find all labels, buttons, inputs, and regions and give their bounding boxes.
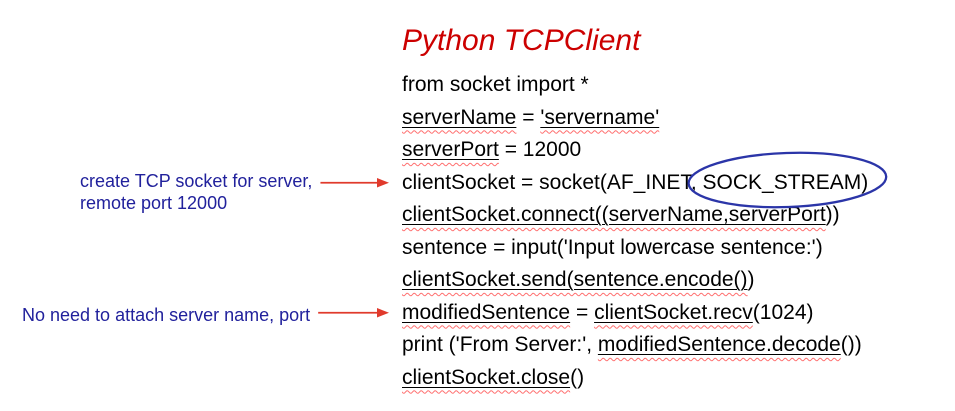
code-line: clientSocket.send(sentence.encode()) (402, 264, 868, 297)
code-segment-underlined-text: clientSocket.close (402, 365, 571, 389)
code-line: from socket import * (402, 69, 868, 102)
code-segment: = (516, 105, 541, 129)
code-segment: print ('From Server:', (402, 333, 598, 356)
code-segment: (1024) (752, 300, 814, 324)
annotation-line: remote port 12000 (80, 193, 228, 213)
code-segment: clientSocket.send(sentence.encode() (402, 268, 748, 291)
code-segment: serverName (402, 106, 516, 129)
code-line: clientSocket = socket(AF_INET, SOCK_STRE… (402, 167, 868, 200)
annotation-line: create TCP socket for server, (80, 171, 313, 191)
code-segment: clientSocket.connect((serverName,serverP… (402, 203, 826, 226)
annotation-create-socket: create TCP socket for server,remote port… (80, 170, 312, 214)
code-segment: sentence = input('Input lowercase senten… (402, 235, 823, 259)
code-segment-underlined-text: serverPort (402, 138, 499, 161)
code-line: serverPort = 12000 (402, 134, 868, 167)
code-segment-underlined-text: serverName (402, 105, 517, 129)
code-line: serverName = 'servername' (402, 102, 868, 135)
code-segment: modifiedSentence.decode (598, 333, 841, 356)
code-line: clientSocket.connect((serverName,serverP… (402, 199, 868, 232)
code-segment-underlined-text: 'servername' (540, 105, 660, 129)
code-segment-sock-stream: SOCK_STREAM) (702, 170, 869, 194)
code-segment: modifiedSentence (402, 301, 570, 324)
arrow-icon (318, 308, 389, 318)
code-segment-underlined-text: clientSocket.connect((serverName,serverP… (402, 203, 826, 226)
code-line: print ('From Server:', modifiedSentence.… (402, 329, 868, 362)
slide-title: Python TCPClient (402, 24, 641, 57)
code-segment-underlined-text: clientSocket.send(sentence.encode() (402, 268, 748, 291)
code-line: modifiedSentence = clientSocket.recv(102… (402, 297, 868, 330)
code-segment: clientSocket.close (402, 366, 570, 389)
code-segment: = 12000 (498, 138, 582, 161)
code-segment: )) (825, 203, 840, 226)
code-segment: clientSocket.recv (594, 301, 753, 324)
code-segment: clientSocket = socket(AF_INET, (402, 170, 703, 194)
code-line: sentence = input('Input lowercase senten… (402, 232, 868, 265)
code-segment-underlined-text: modifiedSentence (402, 300, 571, 324)
code-segment: serverPort (402, 138, 499, 161)
code-line: clientSocket.close() (402, 362, 868, 395)
code-segment: () (570, 365, 585, 389)
code-segment: 'servername' (540, 106, 659, 129)
code-segment-underlined-text: clientSocket.recv (594, 300, 753, 324)
arrow-icon (320, 178, 389, 188)
annotation-no-attach: No need to attach server name, port (22, 304, 310, 326)
code-segment: ()) (840, 333, 862, 356)
code-segment-underlined-text: modifiedSentence.decode (597, 333, 841, 356)
code-segment: ) (747, 268, 755, 291)
code-segment: = (570, 300, 595, 324)
code-block: from socket import * serverName = 'server… (402, 69, 868, 394)
annotation-line: No need to attach server name, port (22, 305, 311, 325)
code-segment: from socket import * (402, 73, 589, 96)
